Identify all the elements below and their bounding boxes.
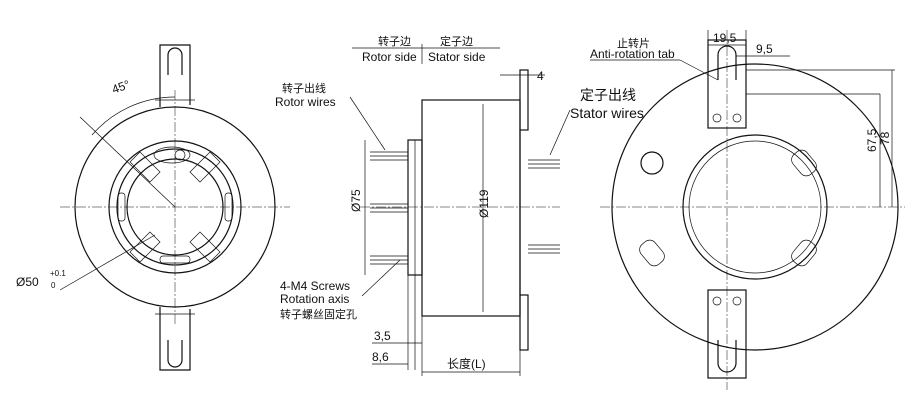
- tab-width-dimension: 19,5: [713, 31, 737, 45]
- bore-tolerance-lower: 0: [51, 281, 56, 290]
- rotation-axis-label: Rotation axis: [280, 292, 349, 306]
- stator-side-cn: 定子边: [440, 34, 473, 48]
- screws-label: 4-M4 Screws: [280, 279, 350, 293]
- stator-wires-cn: 定子出线: [580, 87, 636, 103]
- rotor-side-cn: 转子边: [378, 34, 411, 48]
- d8-6-dimension: 8,6: [372, 350, 389, 364]
- d75-dimension: Ø75: [349, 189, 363, 212]
- rotor-side-label: Rotor side: [362, 50, 417, 64]
- rotor-wires-label: Rotor wires: [275, 95, 336, 109]
- front-view-rotor: [59, 44, 290, 371]
- length-dimension: 长度(L): [447, 356, 486, 371]
- bore-dimension: Ø50: [16, 275, 39, 289]
- flange-dimension: 4: [537, 69, 544, 83]
- d119-dimension: Ø119: [477, 189, 491, 218]
- stator-wires-label: Stator wires: [570, 105, 644, 121]
- anti-rotation-cn: 止转片: [617, 36, 650, 50]
- anti-rotation-label: Anti-rotation tab: [590, 47, 675, 61]
- tab-slot-dimension: 9,5: [756, 42, 773, 56]
- bore-tolerance-upper: +0.1: [50, 269, 66, 278]
- h78-dimension: 78: [878, 131, 892, 145]
- h67-5-dimension: 67,5: [865, 128, 879, 152]
- side-view: [349, 44, 571, 376]
- rear-view-stator: [590, 30, 905, 390]
- rotor-wires-cn: 转子出线: [282, 81, 326, 95]
- d3-5-dimension: 3,5: [374, 329, 391, 343]
- angle-dimension: 45°: [110, 77, 132, 96]
- stator-side-label: Stator side: [428, 50, 486, 64]
- screws-cn: 转子螺丝固定孔: [280, 307, 357, 321]
